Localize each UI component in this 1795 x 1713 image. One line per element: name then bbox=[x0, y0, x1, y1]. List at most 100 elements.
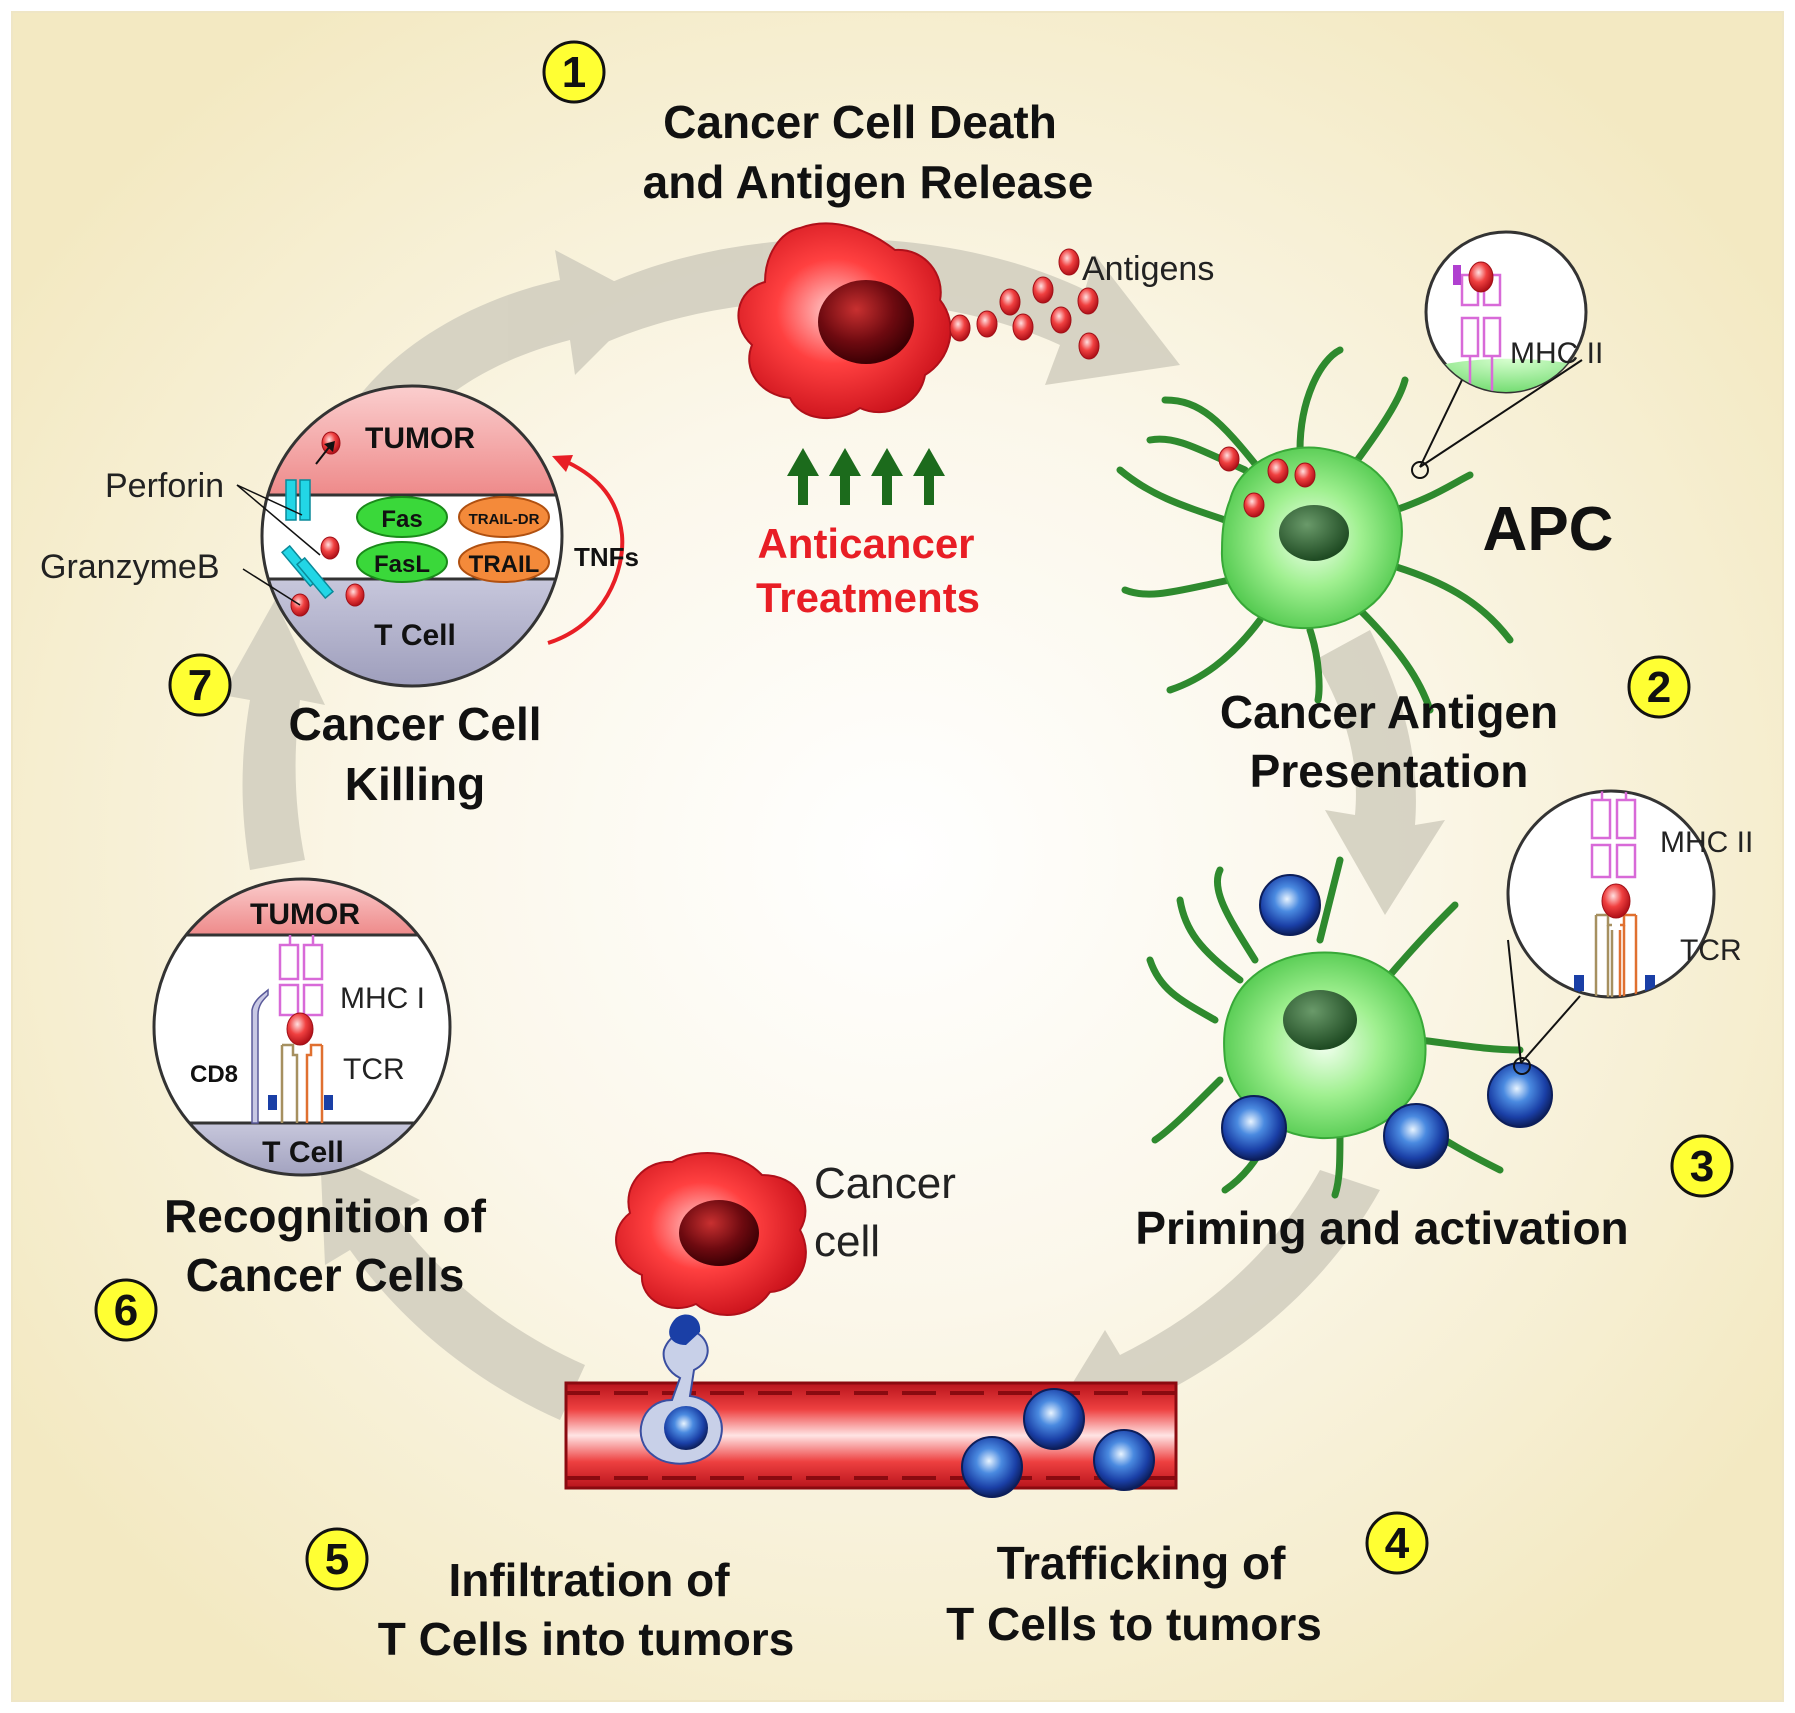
antigen-particle-icon bbox=[1058, 248, 1080, 276]
tnfs-arrow bbox=[547, 455, 625, 645]
cycle-arrow-5-to-6 bbox=[320, 1150, 585, 1420]
cycle-arrows bbox=[222, 238, 1445, 1425]
fasl-ligand: FasL bbox=[356, 541, 448, 583]
antigen-particle-icon bbox=[1267, 458, 1289, 484]
step-3-title: Priming and activation bbox=[1135, 1202, 1628, 1254]
perforin-icon bbox=[280, 479, 335, 600]
step-1-badge-number: 1 bbox=[562, 48, 586, 97]
mhc-ii-magnifier: MHC II bbox=[1411, 230, 1603, 479]
step-6-badge-number: 6 bbox=[114, 1286, 138, 1335]
mhc-ii-tcr-magnifier: MHC II TCR bbox=[1506, 789, 1753, 1075]
pointer-lines bbox=[236, 484, 321, 606]
cycle-arrow-1-to-2 bbox=[575, 238, 1180, 385]
antigen-particle-icon bbox=[1218, 446, 1240, 472]
t-cell-icon bbox=[1259, 874, 1321, 936]
step-1-title-line-1: Cancer Cell Death bbox=[663, 96, 1057, 148]
step-5-title-line-1: Infiltration of bbox=[448, 1554, 730, 1606]
tcr-label-priming: TCR bbox=[1680, 934, 1742, 967]
antigen-particle-icon bbox=[1077, 287, 1099, 315]
t-cell-icon bbox=[664, 1406, 708, 1450]
trail-ligand: TRAIL bbox=[458, 541, 550, 583]
trail-dr-receptor: TRAIL-DR bbox=[458, 496, 550, 538]
cancer-cell-label-line-1: Cancer bbox=[814, 1159, 956, 1208]
blood-vessel-icon bbox=[564, 1381, 1178, 1498]
tumor-label-killing: TUMOR bbox=[365, 422, 475, 455]
step-4-badge: 4 bbox=[1365, 1511, 1429, 1575]
antigen-particle-icon bbox=[1243, 492, 1265, 518]
cycle-arrow-3-to-4 bbox=[1050, 1170, 1380, 1425]
step-2-title-line-2: Presentation bbox=[1250, 745, 1529, 797]
antigen-particle-icon bbox=[949, 314, 971, 342]
step-3-badge-number: 3 bbox=[1690, 1142, 1714, 1191]
step-5-badge: 5 bbox=[305, 1527, 369, 1591]
apc-label: APC bbox=[1483, 495, 1614, 564]
step-2-title-line-1: Cancer Antigen bbox=[1220, 686, 1558, 738]
step-1-badge: 1 bbox=[542, 40, 606, 104]
cancer-cell-icon bbox=[737, 222, 952, 420]
fas-label: Fas bbox=[381, 506, 422, 533]
step-6-title-line-2: Cancer Cells bbox=[186, 1249, 465, 1301]
t-cell-icon bbox=[1093, 1429, 1155, 1491]
step-5-group: 5 Infiltration of T Cells into tumors bbox=[305, 1527, 795, 1665]
step-7-group: Fas FasL TRAIL-DR TRAIL bbox=[40, 384, 639, 810]
cycle-arrow-2-to-3 bbox=[1315, 630, 1445, 915]
up-arrow-icon bbox=[871, 448, 903, 505]
cancer-cell-icon bbox=[615, 1152, 807, 1317]
fasl-label: FasL bbox=[374, 551, 430, 578]
granzyme-b-label: GranzymeB bbox=[40, 548, 220, 586]
step-5-badge-number: 5 bbox=[325, 1535, 349, 1584]
step-6-badge: 6 bbox=[94, 1278, 158, 1342]
antigen-particles bbox=[949, 248, 1100, 360]
step-7-title-line-1: Cancer Cell bbox=[288, 698, 541, 750]
anticancer-treatments-line-1: Anticancer bbox=[757, 520, 974, 567]
t-cell-icon bbox=[961, 1436, 1023, 1498]
step-5-title-line-2: T Cells into tumors bbox=[378, 1613, 795, 1665]
trail-dr-label: TRAIL-DR bbox=[469, 511, 540, 528]
step-4-group: 4 Trafficking of T Cells to tumors bbox=[946, 1511, 1429, 1650]
cycle-arrow-6-to-7 bbox=[222, 600, 325, 870]
tcr-label-recognition: TCR bbox=[343, 1053, 405, 1086]
antigen-particle-icon bbox=[1050, 306, 1072, 334]
up-arrow-icon bbox=[787, 448, 819, 505]
step-2-badge: 2 bbox=[1627, 655, 1691, 719]
step-4-title-line-1: Trafficking of bbox=[997, 1537, 1286, 1589]
cd8-label: CD8 bbox=[190, 1061, 238, 1088]
step-2-group: APC MHC II bbox=[1116, 230, 1691, 797]
step-3-group: MHC II TCR 3 Priming and activation bbox=[1135, 789, 1753, 1254]
up-arrow-icon bbox=[829, 448, 861, 505]
step-7-badge-number: 7 bbox=[188, 661, 212, 710]
antigen-particle-icon bbox=[1294, 462, 1316, 488]
step-2-badge-number: 2 bbox=[1647, 663, 1671, 712]
treatment-arrows bbox=[787, 448, 945, 505]
up-arrow-icon bbox=[913, 448, 945, 505]
antigen-particle-icon bbox=[1078, 332, 1100, 360]
t-cell-icon bbox=[1383, 1103, 1449, 1169]
apc-priming-cell-icon bbox=[1146, 856, 1524, 1199]
step-3-badge: 3 bbox=[1670, 1134, 1734, 1198]
apc-dendritic-cell-icon bbox=[1116, 346, 1514, 714]
step-6-title-line-1: Recognition of bbox=[164, 1190, 487, 1242]
trail-label: TRAIL bbox=[469, 551, 540, 578]
step-5-infiltrating-t-cell bbox=[639, 1314, 723, 1465]
perforin-label: Perforin bbox=[105, 467, 224, 505]
t-cell-icon bbox=[1221, 1095, 1287, 1161]
step-4-badge-number: 4 bbox=[1385, 1519, 1410, 1568]
t-cell-label-killing: T Cell bbox=[374, 619, 456, 652]
t-cell-label-recognition: T Cell bbox=[262, 1136, 344, 1169]
step-1-title-line-2: and Antigen Release bbox=[643, 156, 1094, 208]
granzyme-b-particle-icon bbox=[320, 536, 340, 560]
mhc-i-label: MHC I bbox=[340, 982, 425, 1015]
tumor-label-recognition: TUMOR bbox=[250, 898, 360, 931]
tnfs-label: TNFs bbox=[574, 542, 639, 572]
t-cell-icon bbox=[1023, 1388, 1085, 1450]
mhc-ii-label-top: MHC II bbox=[1510, 337, 1603, 370]
step-1-group: 1 Cancer Cell Death and Antigen Release … bbox=[542, 40, 1214, 621]
step-4-title-line-2: T Cells to tumors bbox=[946, 1598, 1322, 1650]
mhc-ii-label-priming: MHC II bbox=[1660, 826, 1753, 859]
anticancer-treatments-line-2: Treatments bbox=[756, 574, 980, 621]
antigen-particle-icon bbox=[1032, 276, 1054, 304]
antigen-particle-icon bbox=[976, 310, 998, 338]
step-7-title-line-2: Killing bbox=[345, 758, 486, 810]
antigen-particle-icon bbox=[1012, 313, 1034, 341]
